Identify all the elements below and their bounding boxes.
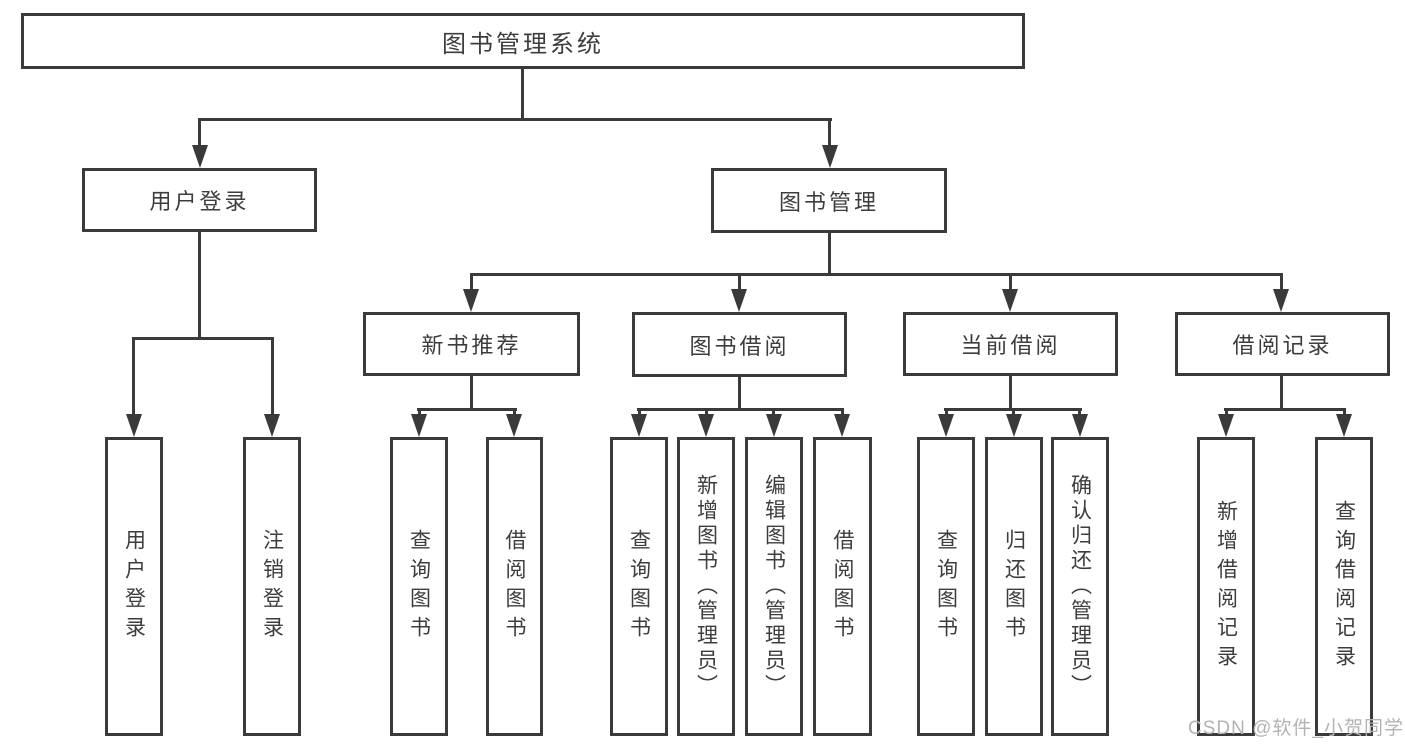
connector-arrowhead [1002,289,1018,312]
connector-arrowhead [822,145,838,168]
node-book-management-box: 图书管理 [711,168,947,233]
connector-arrowhead [264,414,280,437]
connector-arrowhead [731,289,747,312]
leaf-query-books-label: 查询图书 [627,528,651,645]
leaf-query-books-box: 查询图书 [390,437,448,736]
leaf-edit-books-admin-box: 编辑图书（管理员） [745,437,803,736]
node-user-login-box: 用户登录 [82,168,317,232]
connector-arrowhead [411,414,427,437]
connector-line [1012,408,1015,418]
connector-arrowhead [126,414,142,437]
connector-line [132,337,135,414]
leaf-edit-books-admin-label: 编辑图书（管理员） [762,474,786,699]
node-user-login-label: 用户登录 [149,189,250,214]
connector-line [198,118,832,121]
connector-line [1009,273,1012,291]
root-node-box: 图书管理系统 [21,13,1025,69]
node-current-borrow-label: 当前借阅 [960,333,1061,358]
connector-arrowhead [698,414,714,437]
connector-line [841,408,844,418]
connector-line [521,69,524,120]
connector-line [1280,376,1283,411]
connector-line [1343,408,1346,418]
leaf-confirm-return-admin-box: 确认归还（管理员） [1051,437,1109,736]
leaf-user-login-label: 用户登录 [122,528,146,645]
leaf-query-borrow-record-box: 查询借阅记录 [1315,437,1373,736]
connector-arrowhead [766,414,782,437]
leaf-borrow-books-box: 借阅图书 [486,437,543,736]
node-new-book-recommend-box: 新书推荐 [363,312,580,376]
connector-line [705,408,708,418]
leaf-logout-label: 注销登录 [260,528,284,645]
connector-line [738,377,741,411]
leaf-query-books-label: 查询图书 [407,528,431,645]
leaf-add-borrow-record-label: 新增借阅记录 [1214,499,1238,674]
node-book-borrow-label: 图书借阅 [689,333,790,359]
connector-line [828,118,831,146]
connector-line [418,408,421,418]
connector-arrowhead [1006,414,1022,437]
connector-line [1280,273,1283,291]
node-new-book-recommend-label: 新书推荐 [421,333,522,358]
connector-line [1225,408,1228,418]
node-current-borrow-box: 当前借阅 [903,312,1118,376]
leaf-borrow-books-box: 借阅图书 [813,437,872,736]
connector-line [470,376,473,411]
connector-arrowhead [631,414,647,437]
connector-line [828,233,831,276]
connector-line [513,408,516,418]
connector-arrowhead [506,414,522,437]
connector-line [198,118,201,146]
connector-arrowhead [1072,414,1088,437]
connector-line [1078,408,1081,418]
leaf-return-books-label: 归还图书 [1002,528,1026,645]
connector-line [198,232,201,340]
connector-arrowhead [1218,414,1234,437]
leaf-add-books-admin-label: 新增图书（管理员） [694,474,718,699]
connector-arrowhead [1336,414,1352,437]
node-borrow-records-box: 借阅记录 [1175,312,1390,376]
leaf-query-books-box: 查询图书 [917,437,975,736]
leaf-confirm-return-admin-label: 确认归还（管理员） [1068,474,1092,699]
connector-line [1224,408,1346,411]
connector-line [132,337,274,340]
leaf-query-books-label: 查询图书 [934,528,958,645]
leaf-query-borrow-record-label: 查询借阅记录 [1332,499,1356,674]
connector-line [945,408,948,418]
connector-arrowhead [834,414,850,437]
connector-line [637,408,844,411]
connector-line [1009,376,1012,411]
leaf-borrow-books-label: 借阅图书 [831,528,854,645]
leaf-return-books-box: 归还图书 [985,437,1043,736]
leaf-logout-box: 注销登录 [243,437,301,736]
connector-arrowhead [192,145,208,168]
leaf-add-borrow-record-box: 新增借阅记录 [1197,437,1255,736]
connector-line [417,408,517,411]
connector-line [738,273,741,291]
connector-arrowhead [463,289,479,312]
root-node-label: 图书管理系统 [442,30,604,58]
node-book-management-label: 图书管理 [778,189,879,215]
connector-line [638,408,641,418]
connector-line [271,337,274,414]
connector-line [470,273,473,291]
connector-line [772,408,775,418]
leaf-borrow-books-label: 借阅图书 [503,528,526,645]
leaf-user-login-box: 用户登录 [105,437,163,736]
connector-arrowhead [938,414,954,437]
connector-line [470,273,1283,276]
node-borrow-records-label: 借阅记录 [1232,333,1333,358]
node-book-borrow-box: 图书借阅 [632,312,847,377]
leaf-query-books-box: 查询图书 [610,437,668,736]
connector-arrowhead [1273,289,1289,312]
csdn-watermark: CSDN @软件_小贺同学 [1188,718,1404,739]
leaf-add-books-admin-box: 新增图书（管理员） [677,437,735,736]
